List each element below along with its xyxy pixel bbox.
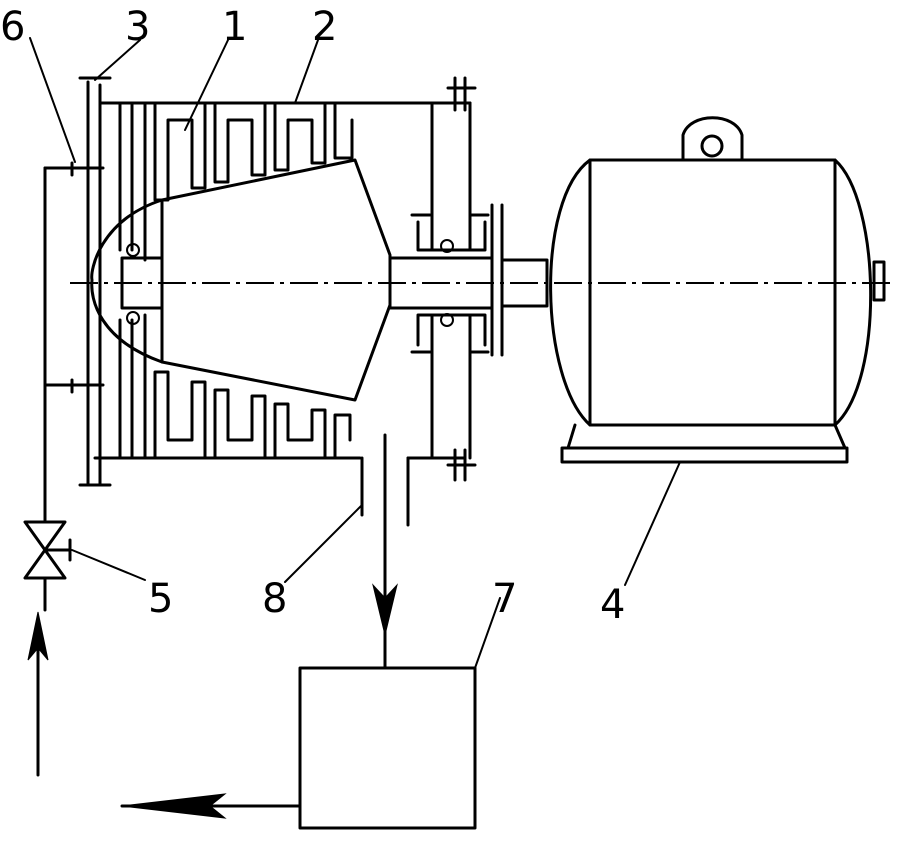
part-labels: 6 3 1 2 5 8 7 4 [0,4,625,628]
label-6: 6 [0,4,25,50]
discharge [360,433,410,670]
label-3: 3 [125,4,150,50]
outlet-arrow [120,793,302,819]
label-8: 8 [262,576,287,622]
inlet-pipe [23,161,105,777]
rotor-cone [90,158,392,402]
housing [78,76,477,487]
label-1: 1 [222,4,247,50]
shaft [388,101,549,460]
stator-teeth [118,101,354,460]
leader-lines [29,37,681,669]
label-2: 2 [312,4,337,50]
label-5: 5 [148,576,173,622]
label-7: 7 [492,576,517,622]
label-4: 4 [600,582,625,628]
motor [549,116,886,464]
collection-box [298,666,477,830]
